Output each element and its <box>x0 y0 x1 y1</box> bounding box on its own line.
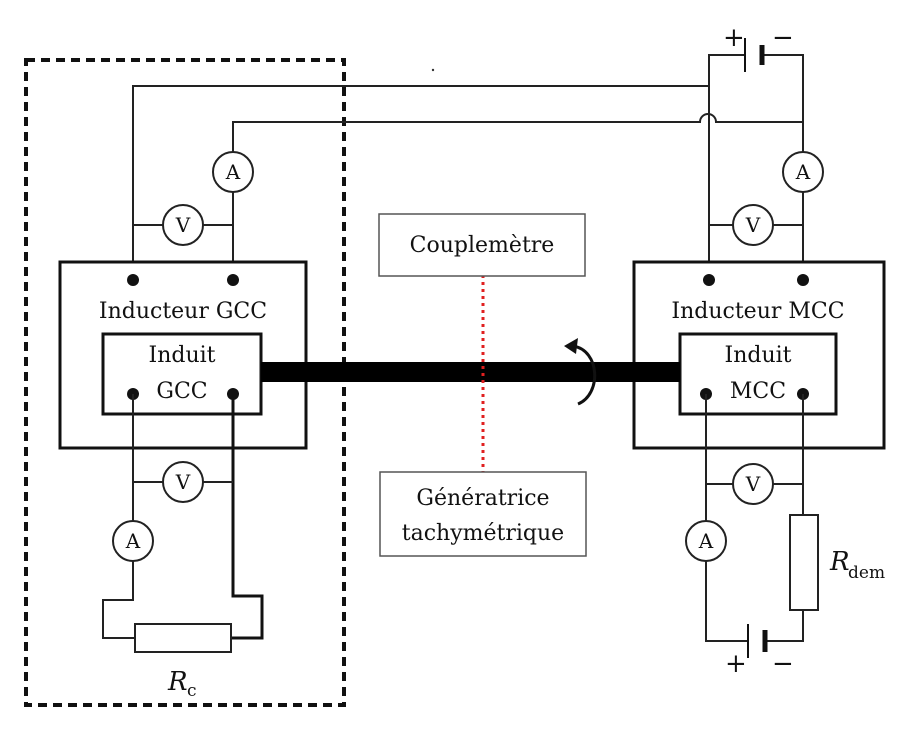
mcc-machine: Inducteur MCC Induit MCC <box>632 260 886 450</box>
start-resistor: R dem <box>789 514 885 611</box>
top-wiring <box>132 54 804 270</box>
gcc-armature-line1: Induit <box>149 343 216 368</box>
shaft <box>261 362 680 382</box>
ammeter-label: A <box>225 160 241 184</box>
tacho-line1: Génératrice <box>416 486 549 511</box>
mcc-ammeter-excitation: A <box>782 151 824 193</box>
torque-meter: Couplemètre <box>378 213 586 277</box>
gcc-machine: Inducteur GCC Induit GCC <box>58 260 308 450</box>
start-resistor-symbol: R <box>829 547 850 577</box>
stray-dot <box>431 68 435 72</box>
tachogenerator: Génératrice tachymétrique <box>379 471 587 557</box>
ammeter-label: A <box>795 160 811 184</box>
gcc-voltmeter-excitation: V <box>133 204 233 246</box>
gcc-ammeter-excitation: A <box>212 151 254 193</box>
gcc-dashed-boundary <box>24 58 346 707</box>
bottom-battery: + − <box>725 624 794 679</box>
load-resistor-subscript: c <box>187 681 197 701</box>
mcc-armature-line2: MCC <box>730 379 786 404</box>
voltmeter-label: V <box>745 472 761 496</box>
battery-plus: + <box>723 23 745 53</box>
battery-minus: − <box>772 23 794 53</box>
mcc-inductor-label: Inducteur MCC <box>671 299 844 324</box>
mcc-voltmeter-armature: V <box>732 463 774 505</box>
start-resistor-subscript: dem <box>848 563 885 583</box>
voltmeter-label: V <box>745 213 761 237</box>
voltmeter-label: V <box>175 470 191 494</box>
mcc-armature-line1: Induit <box>725 343 792 368</box>
rotation-arrow-icon <box>564 338 597 406</box>
tacho-line2: tachymétrique <box>402 521 564 546</box>
ammeter-label: A <box>698 529 714 553</box>
voltmeter-label: V <box>175 213 191 237</box>
mcc-voltmeter-excitation: V <box>709 204 803 246</box>
load-resistor-symbol: R <box>167 667 188 697</box>
ammeter-label: A <box>125 529 141 553</box>
gcc-armature-box <box>101 332 263 416</box>
gcc-inductor-label: Inducteur GCC <box>99 299 267 324</box>
battery-minus: − <box>772 649 794 679</box>
mcc-armature-circuit <box>705 394 804 642</box>
gcc-load-circuit <box>102 394 264 640</box>
mcc-ammeter-armature: A <box>685 520 727 562</box>
torque-meter-label: Couplemètre <box>410 233 555 258</box>
gcc-armature-line2: GCC <box>156 379 207 404</box>
battery-plus: + <box>725 649 747 679</box>
top-battery: + − <box>723 23 794 72</box>
load-resistor: R c <box>134 623 232 701</box>
gcc-ammeter-load: A <box>112 520 154 562</box>
gcc-voltmeter-load: V <box>162 461 204 503</box>
